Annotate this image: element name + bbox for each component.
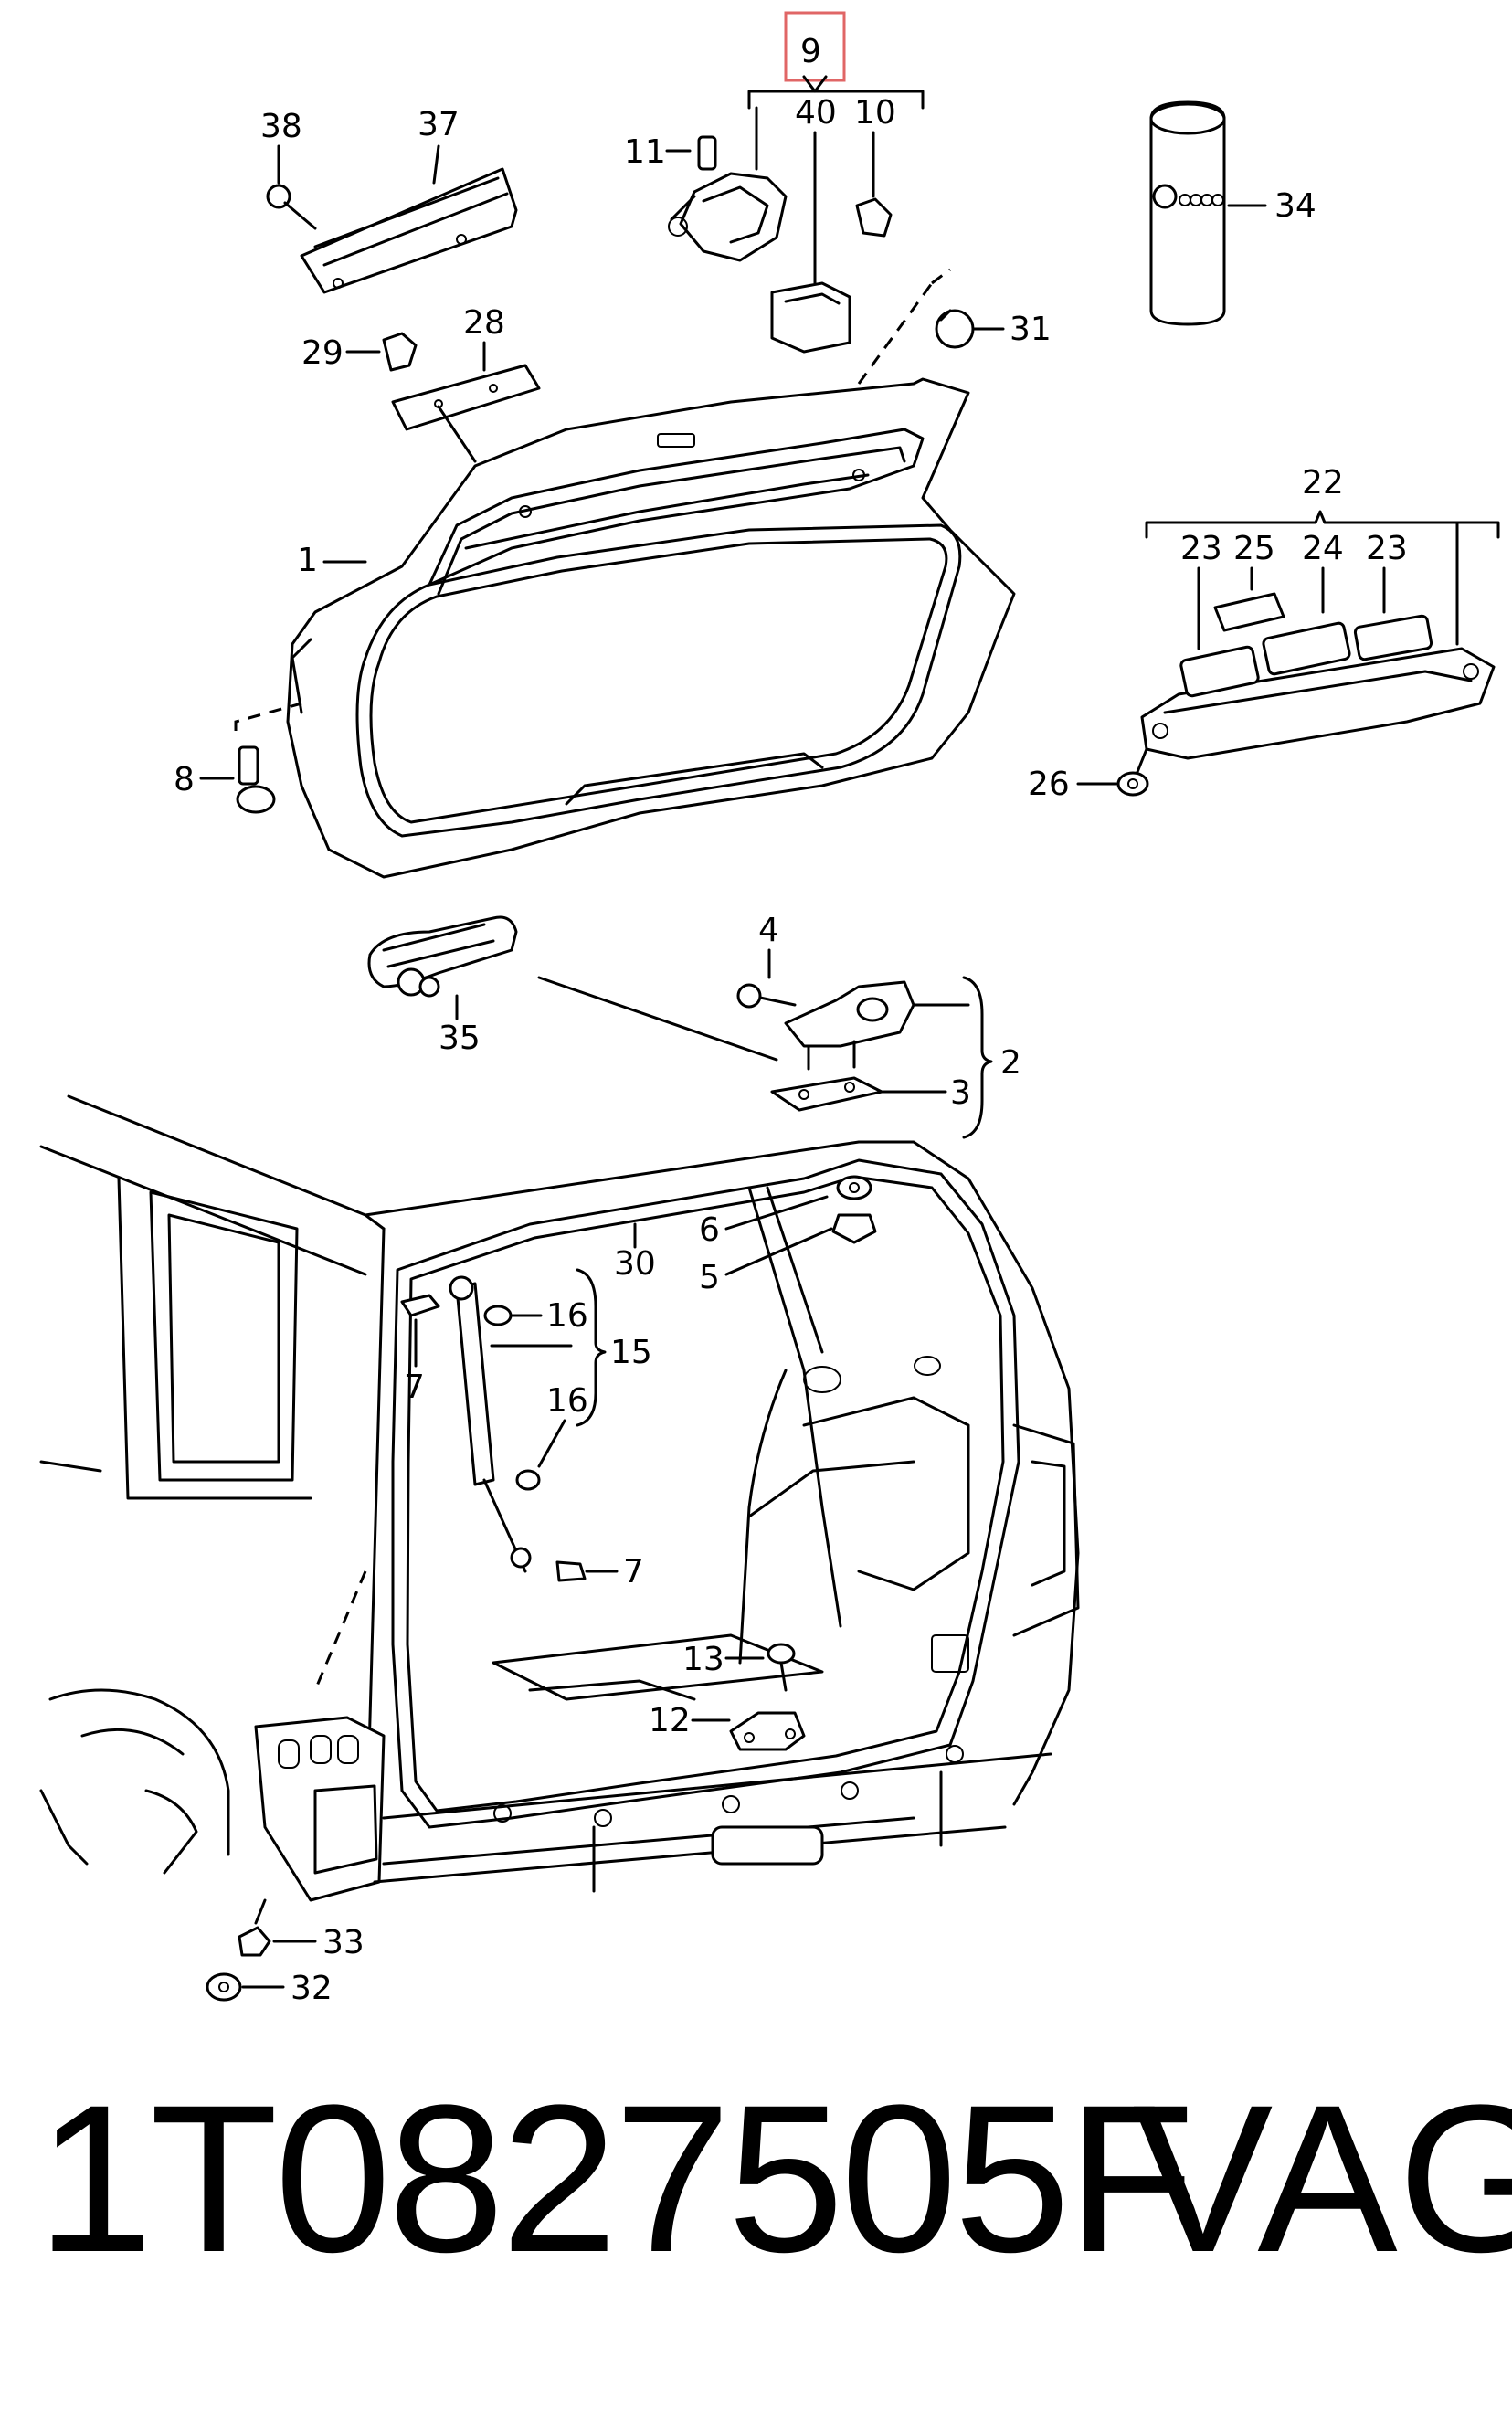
callout-16b: 16 xyxy=(546,1382,588,1420)
callout-31: 31 xyxy=(1010,311,1052,348)
hinge-2-drawing xyxy=(736,980,915,1112)
callout-2: 2 xyxy=(1000,1044,1021,1082)
connector-40-drawing xyxy=(770,281,851,354)
callout-9: 9 xyxy=(800,33,821,70)
bracket-15 xyxy=(576,1268,607,1427)
callout-11: 11 xyxy=(624,133,666,171)
nut-5-drawing xyxy=(831,1213,877,1244)
callout-40: 40 xyxy=(795,94,837,132)
clip-10-drawing xyxy=(855,197,893,238)
callout-30: 30 xyxy=(614,1245,656,1283)
callout-23b: 23 xyxy=(1366,530,1408,567)
part-number-text: 1T0827505F xyxy=(37,2061,1195,2296)
callout-37: 37 xyxy=(418,106,460,143)
callout-7a: 7 xyxy=(404,1369,425,1406)
bolt-11-drawing xyxy=(697,135,717,171)
garnish-strip-22-drawing xyxy=(1140,592,1496,760)
bracket-22 xyxy=(1145,510,1500,539)
callout-23a: 23 xyxy=(1180,530,1222,567)
tailgate-1-drawing xyxy=(286,377,1016,879)
pad-28-drawing xyxy=(391,364,541,431)
callout-5: 5 xyxy=(699,1259,720,1296)
callout-24: 24 xyxy=(1302,530,1344,567)
callout-1: 1 xyxy=(297,542,318,579)
callout-33: 33 xyxy=(322,1924,365,1961)
callout-25: 25 xyxy=(1233,530,1275,567)
callout-3: 3 xyxy=(950,1074,971,1112)
callout-12: 12 xyxy=(649,1702,691,1739)
brand-text: VAG xyxy=(1133,2061,1512,2296)
callout-29: 29 xyxy=(301,334,344,372)
callout-10: 10 xyxy=(854,94,896,132)
callout-6: 6 xyxy=(699,1211,720,1249)
striker-12-drawing xyxy=(729,1711,806,1751)
bracket-9 xyxy=(747,90,925,110)
vehicle-body-rear-drawing xyxy=(39,1094,1080,1902)
callout-35: 35 xyxy=(439,1020,481,1057)
clip-29-drawing xyxy=(382,332,418,372)
screw-13-drawing xyxy=(767,1643,796,1692)
nut-26-drawing xyxy=(1116,771,1149,797)
clip-32-drawing xyxy=(206,1972,242,2002)
callout-7b: 7 xyxy=(623,1553,644,1591)
callout-16a: 16 xyxy=(546,1297,588,1335)
callout-22: 22 xyxy=(1302,464,1344,502)
callout-28: 28 xyxy=(463,304,505,342)
bump-stop-8-drawing xyxy=(236,745,276,814)
callout-26: 26 xyxy=(1028,766,1070,803)
callout-15: 15 xyxy=(610,1334,652,1371)
callout-8: 8 xyxy=(174,761,195,798)
trim-panel-37-drawing xyxy=(300,167,518,294)
screw-38-drawing xyxy=(266,184,317,230)
clip-33-drawing xyxy=(238,1926,271,1957)
callout-13: 13 xyxy=(682,1641,724,1678)
tailgate-lock-drawing xyxy=(668,172,788,262)
wiring-loom-35-drawing xyxy=(367,915,518,998)
callout-38: 38 xyxy=(260,108,302,145)
callout-4: 4 xyxy=(758,912,779,949)
washer-6-drawing xyxy=(836,1175,872,1200)
highlight-box-part-9 xyxy=(784,11,846,82)
cap-31-drawing xyxy=(935,309,975,349)
callout-32: 32 xyxy=(291,1970,333,2007)
bracket-2 xyxy=(962,976,993,1139)
callout-34: 34 xyxy=(1274,187,1316,225)
aerosol-can-34-drawing xyxy=(1149,100,1226,326)
gas-strut-15-drawing xyxy=(400,1275,587,1582)
